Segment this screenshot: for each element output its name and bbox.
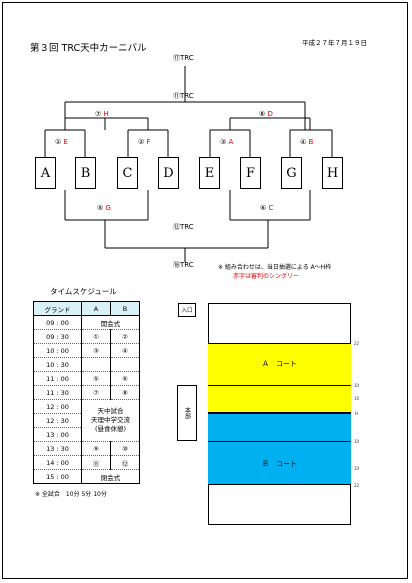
table-row: 13 : 00 <box>33 427 140 442</box>
match-label-6: ⑥ C <box>260 204 274 212</box>
header-cell: A <box>81 301 111 316</box>
table-row: 10 : 00 ③ ④ <box>33 343 140 358</box>
time-cell: 13 : 00 <box>33 427 82 442</box>
lunch-line: 天中試合 <box>97 407 124 415</box>
table-row: 12 : 00 天中試合 天理中学交流 (昼食休憩) <box>33 399 140 442</box>
match-label-4: ④ B <box>300 138 314 146</box>
court-a-label: Ａ コート <box>262 360 297 368</box>
court-b-cell: ⑧ <box>110 385 140 400</box>
lunch-line: 天理中学交流 <box>91 416 130 424</box>
court-b-midline <box>208 441 351 442</box>
team-box-a: A <box>35 157 56 189</box>
match-label-2: ② F <box>138 138 151 146</box>
court-b-label: Ｂ コート <box>262 460 297 468</box>
time-cell: 10 : 00 <box>33 343 82 358</box>
court-b-cell <box>110 357 140 372</box>
schedule-title: タイムスケジュール <box>50 287 117 296</box>
court-b-cell: ⑩ <box>110 441 140 456</box>
entrance-label: 入口 <box>181 308 193 314</box>
court-a-cell <box>81 357 111 372</box>
table-row: 11 : 00 ⑤ ⑥ <box>33 371 140 386</box>
team-box-e: E <box>199 157 220 189</box>
table-row: 11 : 30 ⑦ ⑧ <box>33 385 140 400</box>
lunch-cell: 天中試合 天理中学交流 (昼食休憩) <box>81 399 140 442</box>
header-cell: B <box>110 301 140 316</box>
schedule-footer-note: ※ 全試合 10分 5分 10分 <box>35 491 107 498</box>
match-label-7: ⑦ H <box>95 110 109 118</box>
distance-marker: 22 <box>354 483 360 488</box>
final-label-bottom: ⑱TRC <box>173 261 194 269</box>
court-a-midline <box>208 385 351 386</box>
court-b-cell: ② <box>110 329 140 344</box>
time-cell: 09 : 00 <box>33 315 82 330</box>
table-row: 14 : 00 ⑪ ⑫ <box>33 455 140 470</box>
header-cell: グランド <box>33 301 82 316</box>
distance-marker: 10 <box>354 439 360 444</box>
table-row: 10 : 30 <box>33 357 140 372</box>
time-cell: 12 : 30 <box>33 413 82 428</box>
distance-marker: 10 <box>354 396 360 401</box>
court-b-cell: ④ <box>110 343 140 358</box>
court-b-cell: ⑫ <box>110 455 140 470</box>
team-box-g: G <box>281 157 302 189</box>
distance-marker: 10 <box>354 466 360 471</box>
note-line-2: 赤字は審判のシングリー <box>233 273 300 280</box>
court-b-cell: ⑥ <box>110 371 140 386</box>
time-cell: 15 : 00 <box>33 469 82 484</box>
table-row: 12 : 30 <box>33 413 140 428</box>
date-label: 平成２７年７月１９日 <box>302 39 367 47</box>
semi-label-bottom: ⑫TRC <box>173 223 194 231</box>
time-cell: 09 : 30 <box>33 329 82 344</box>
event-cell: 開会式 <box>81 315 140 330</box>
table-row: 09 : 30 ① ② <box>33 329 140 344</box>
court-a-cell: ① <box>81 329 111 344</box>
match-label-1: ① E <box>55 138 68 146</box>
distance-marker: 10 <box>354 383 360 388</box>
team-box-f: F <box>240 157 261 189</box>
schedule-header-row: グランド A B <box>33 301 140 316</box>
team-box-d: D <box>158 157 179 189</box>
team-box-c: C <box>117 157 138 189</box>
entrance-box: 入口 <box>178 303 196 317</box>
court-a-cell: ⑤ <box>81 371 111 386</box>
hq-box: 本部 <box>177 385 197 441</box>
court-a-cell: ⑦ <box>81 385 111 400</box>
semi-label-top: ⑪TRC <box>173 92 194 100</box>
team-box-b: B <box>75 157 96 189</box>
final-label-top: ⑰TRC <box>173 54 194 62</box>
page-frame <box>2 2 408 579</box>
match-label-5: ⑤ G <box>97 204 111 212</box>
distance-marker: 22 <box>354 341 360 346</box>
time-cell: 14 : 00 <box>33 455 82 470</box>
court-a-cell: ⑨ <box>81 441 111 456</box>
time-cell: 12 : 00 <box>33 399 82 414</box>
distance-marker: H <box>355 411 359 416</box>
time-cell: 11 : 00 <box>33 371 82 386</box>
court-a-cell: ⑪ <box>81 455 111 470</box>
lunch-line: (昼食休憩) <box>94 425 127 433</box>
page-title: 第３回 TRC天中カーニバル <box>30 43 147 54</box>
court-b-area <box>208 413 351 485</box>
table-row: 15 : 00 閉会式 <box>33 469 140 484</box>
time-cell: 11 : 30 <box>33 385 82 400</box>
table-row: 13 : 30 ⑨ ⑩ <box>33 441 140 456</box>
schedule-table: グランド A B 09 : 00 開会式 09 : 30 ① ② 10 : 00… <box>33 301 140 484</box>
court-a-area <box>208 343 351 413</box>
time-cell: 13 : 30 <box>33 441 82 456</box>
hq-label: 本部 <box>183 407 191 419</box>
time-cell: 10 : 30 <box>33 357 82 372</box>
court-a-cell: ③ <box>81 343 111 358</box>
note-line-1: ※ 組み合わせは、当日抽選による A～H枠 <box>218 264 332 271</box>
table-row: 09 : 00 開会式 <box>33 315 140 330</box>
event-cell: 閉会式 <box>81 469 140 484</box>
team-box-h: H <box>322 157 343 189</box>
match-label-3: ③ A <box>220 138 234 146</box>
match-label-8: ⑧ D <box>259 110 273 118</box>
